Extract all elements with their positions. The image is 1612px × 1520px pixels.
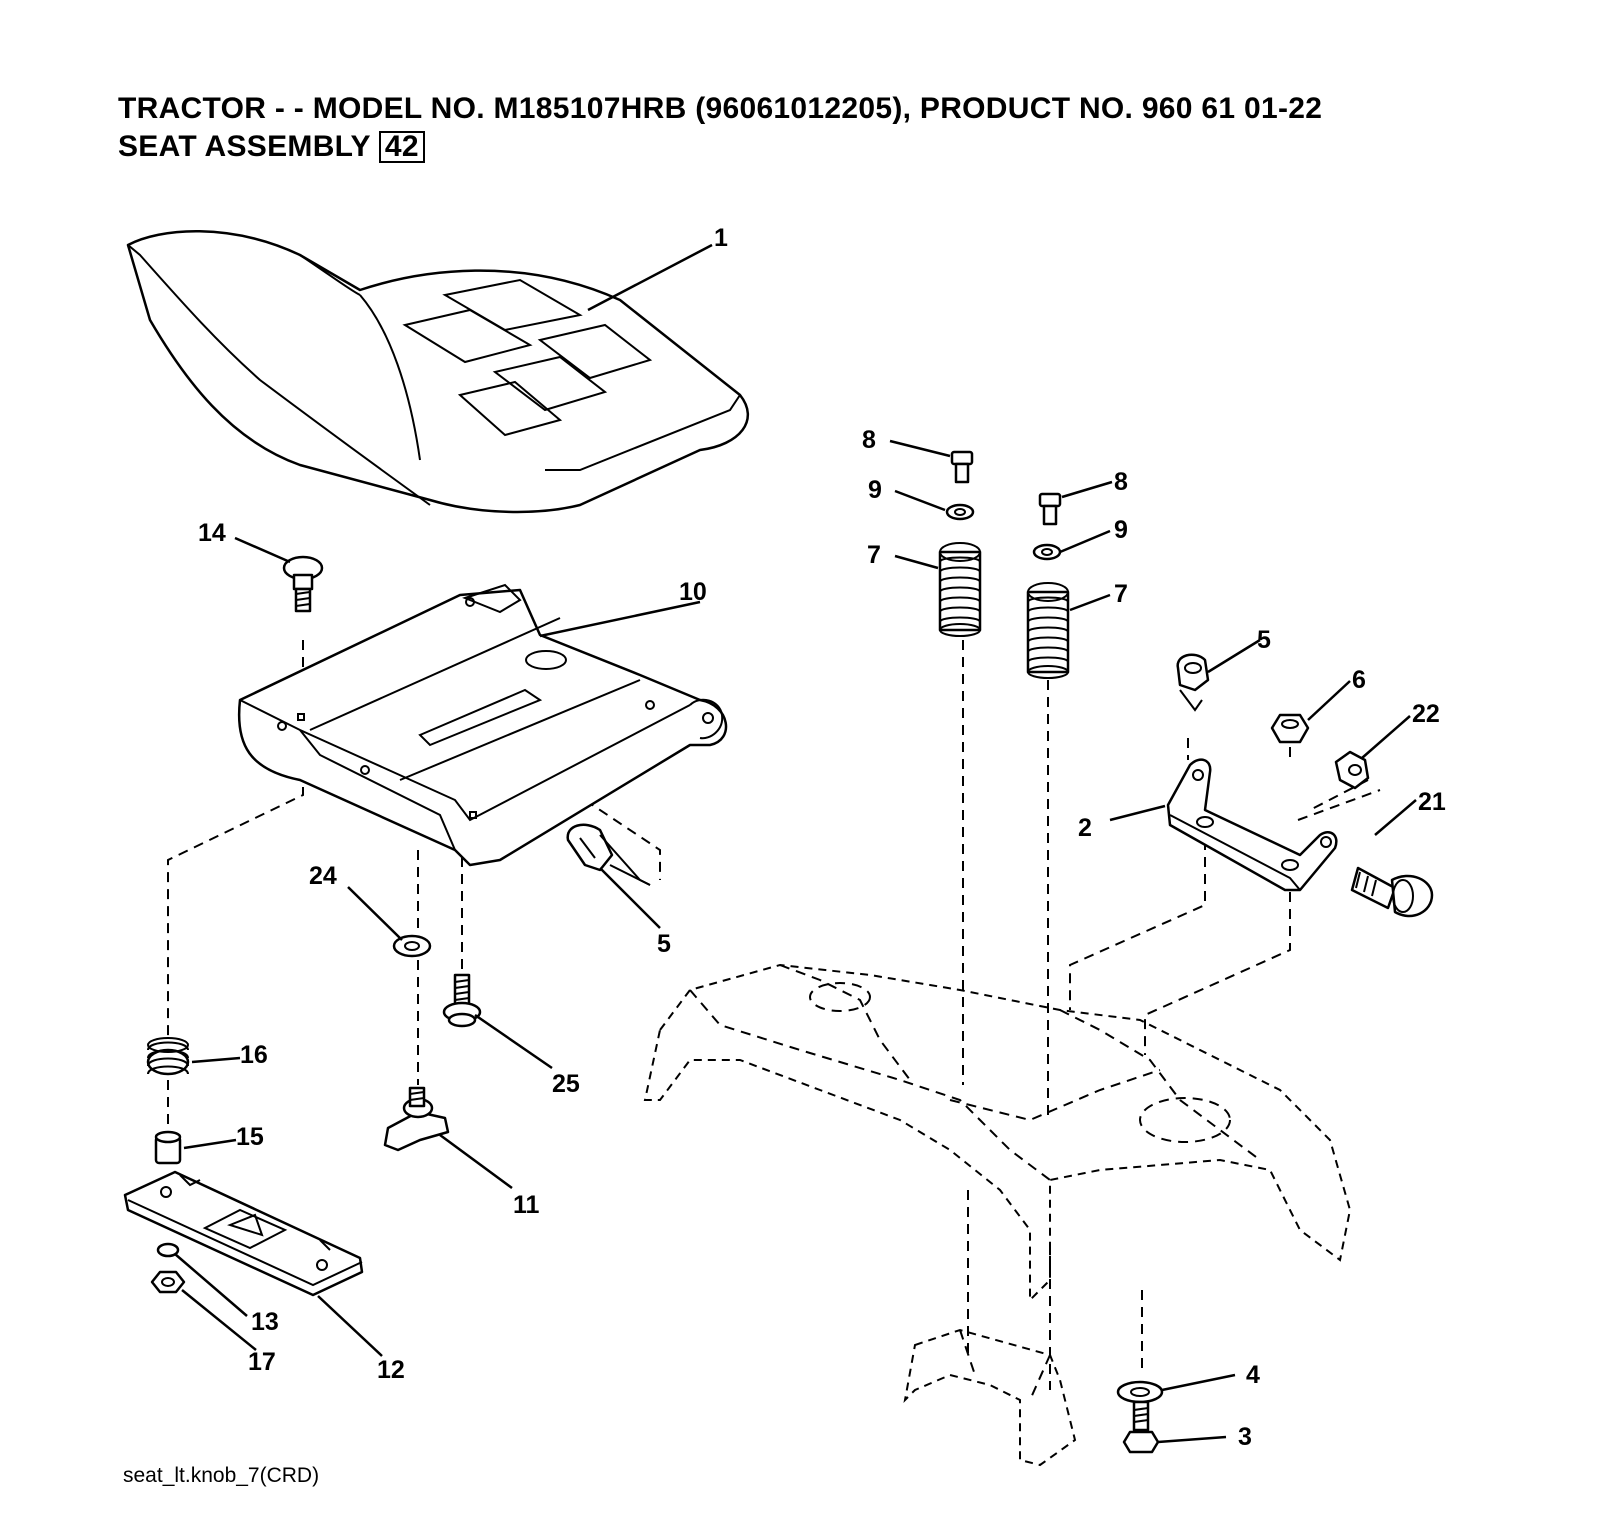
clip-right: [1176, 653, 1210, 712]
callout-3: 3: [1238, 1423, 1252, 1451]
spacer: [154, 1130, 182, 1165]
callout-21: 21: [1418, 788, 1446, 816]
nut-17: [150, 1270, 186, 1294]
slide-rail: [123, 1170, 364, 1297]
callout-2: 2: [1078, 814, 1092, 842]
carriage-bolt: [282, 555, 324, 613]
callout-4: 4: [1246, 1361, 1260, 1389]
callout-9-right: 9: [1114, 516, 1128, 544]
callout-labels: 1 2 3 4 5 5 6 7 7 8 8 9 9 10 11 12 13 14…: [198, 224, 1446, 1451]
spring-7-right: [1026, 582, 1070, 679]
callout-8-right: 8: [1114, 468, 1128, 496]
shoulder-bolt: [1350, 866, 1434, 918]
bolt-25: [442, 973, 482, 1028]
nut-13: [156, 1242, 180, 1258]
leader-lines: [174, 243, 1417, 1444]
bolt-8-left: [950, 450, 974, 484]
callout-22: 22: [1412, 700, 1440, 728]
bolt-3: [1122, 1400, 1160, 1454]
callout-25: 25: [552, 1070, 580, 1098]
callout-14: 14: [198, 519, 226, 547]
callout-6: 6: [1352, 666, 1366, 694]
callout-10: 10: [679, 578, 707, 606]
callout-24: 24: [309, 862, 337, 890]
spring-16: [146, 1037, 190, 1076]
clip-left: [566, 823, 651, 886]
callout-16: 16: [240, 1041, 268, 1069]
bolt-8-right: [1038, 492, 1062, 526]
knob: [383, 1086, 450, 1152]
callout-5-left: 5: [657, 930, 671, 958]
callout-17: 17: [248, 1348, 276, 1376]
callout-13: 13: [251, 1308, 279, 1336]
washer-24: [392, 934, 432, 958]
assembly-name: SEAT ASSEMBLY: [118, 130, 371, 163]
callout-12: 12: [377, 1356, 405, 1384]
assembly-number-box: 42: [378, 131, 425, 163]
diagram-title: TRACTOR - - MODEL NO. M185107HRB (960610…: [118, 92, 1323, 125]
tractor-frame: [643, 963, 1352, 1467]
seat: [126, 230, 750, 514]
callout-7-right: 7: [1114, 580, 1128, 608]
nut-22: [1334, 750, 1370, 790]
callout-5-right: 5: [1257, 626, 1271, 654]
bracket: [1166, 758, 1338, 892]
callout-1: 1: [714, 224, 728, 252]
callout-8-left: 8: [862, 426, 876, 454]
washer-9-right: [1032, 543, 1062, 561]
callout-7-left: 7: [867, 541, 881, 569]
seat-pan: [237, 583, 728, 867]
callout-11: 11: [513, 1191, 540, 1219]
nut-6: [1270, 713, 1310, 744]
washer-9-left: [945, 503, 975, 521]
callout-15: 15: [236, 1123, 264, 1151]
washer-4: [1116, 1380, 1164, 1404]
drawing-code: seat_lt.knob_7(CRD): [123, 1464, 320, 1487]
spring-7-left: [938, 542, 982, 637]
assembly-lines: [167, 640, 1381, 1390]
callout-9-left: 9: [868, 476, 882, 504]
